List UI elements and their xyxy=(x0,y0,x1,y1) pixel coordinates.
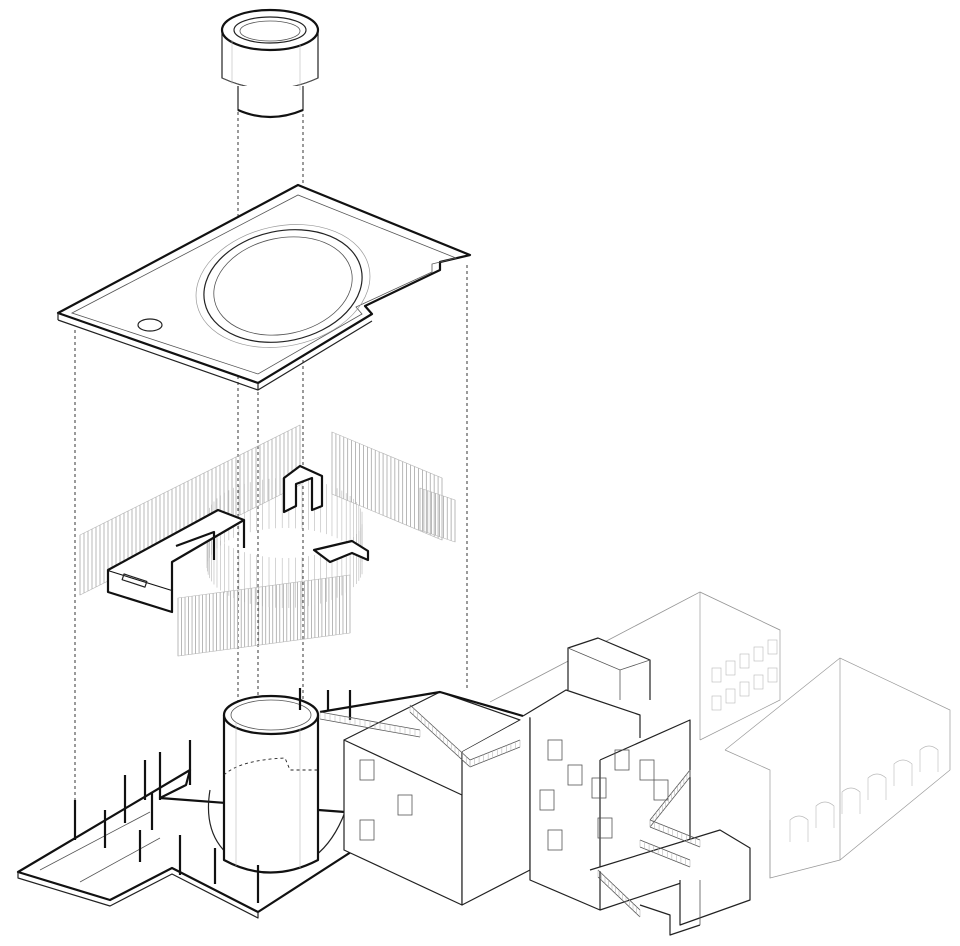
stair-rail xyxy=(639,839,691,861)
roof-plate-icon xyxy=(56,183,472,391)
window xyxy=(639,759,655,781)
louver-frame xyxy=(79,424,301,596)
window xyxy=(614,749,630,771)
building-cluster xyxy=(319,591,951,936)
arched-window xyxy=(789,815,809,842)
window xyxy=(359,759,375,781)
window xyxy=(397,794,413,816)
window xyxy=(653,779,669,801)
stair-rail xyxy=(649,769,691,821)
window xyxy=(547,739,563,761)
chimney-cap-icon xyxy=(220,8,320,119)
shed-window xyxy=(767,667,778,683)
stair-rail xyxy=(639,846,691,868)
shed-window xyxy=(725,688,736,704)
stair-rail xyxy=(649,819,701,841)
screen-walls-icon xyxy=(79,424,456,657)
ground-base-icon xyxy=(16,688,384,919)
window xyxy=(591,777,607,799)
shed-window xyxy=(753,674,764,690)
stair-rail xyxy=(649,826,701,848)
shed-window xyxy=(767,639,778,655)
arched-window xyxy=(919,745,939,772)
shed-window xyxy=(753,646,764,662)
louver-frame xyxy=(331,431,443,541)
shed-window xyxy=(739,681,750,697)
shed-window xyxy=(711,695,722,711)
window xyxy=(539,789,555,811)
arched-window xyxy=(893,759,913,786)
arched-window xyxy=(841,787,861,814)
arched-window xyxy=(867,773,887,800)
stair-rail xyxy=(469,739,521,761)
arched-window xyxy=(815,801,835,828)
shed-window xyxy=(711,667,722,683)
louver-frame xyxy=(419,487,456,543)
stair-rail xyxy=(469,746,521,768)
window xyxy=(567,764,583,786)
window xyxy=(597,817,613,839)
window xyxy=(547,829,563,851)
wall-frames xyxy=(106,464,370,614)
shed-window xyxy=(739,653,750,669)
stair-rail xyxy=(649,776,691,828)
shed-window xyxy=(725,660,736,676)
window xyxy=(359,819,375,841)
louver-frame xyxy=(177,574,351,657)
